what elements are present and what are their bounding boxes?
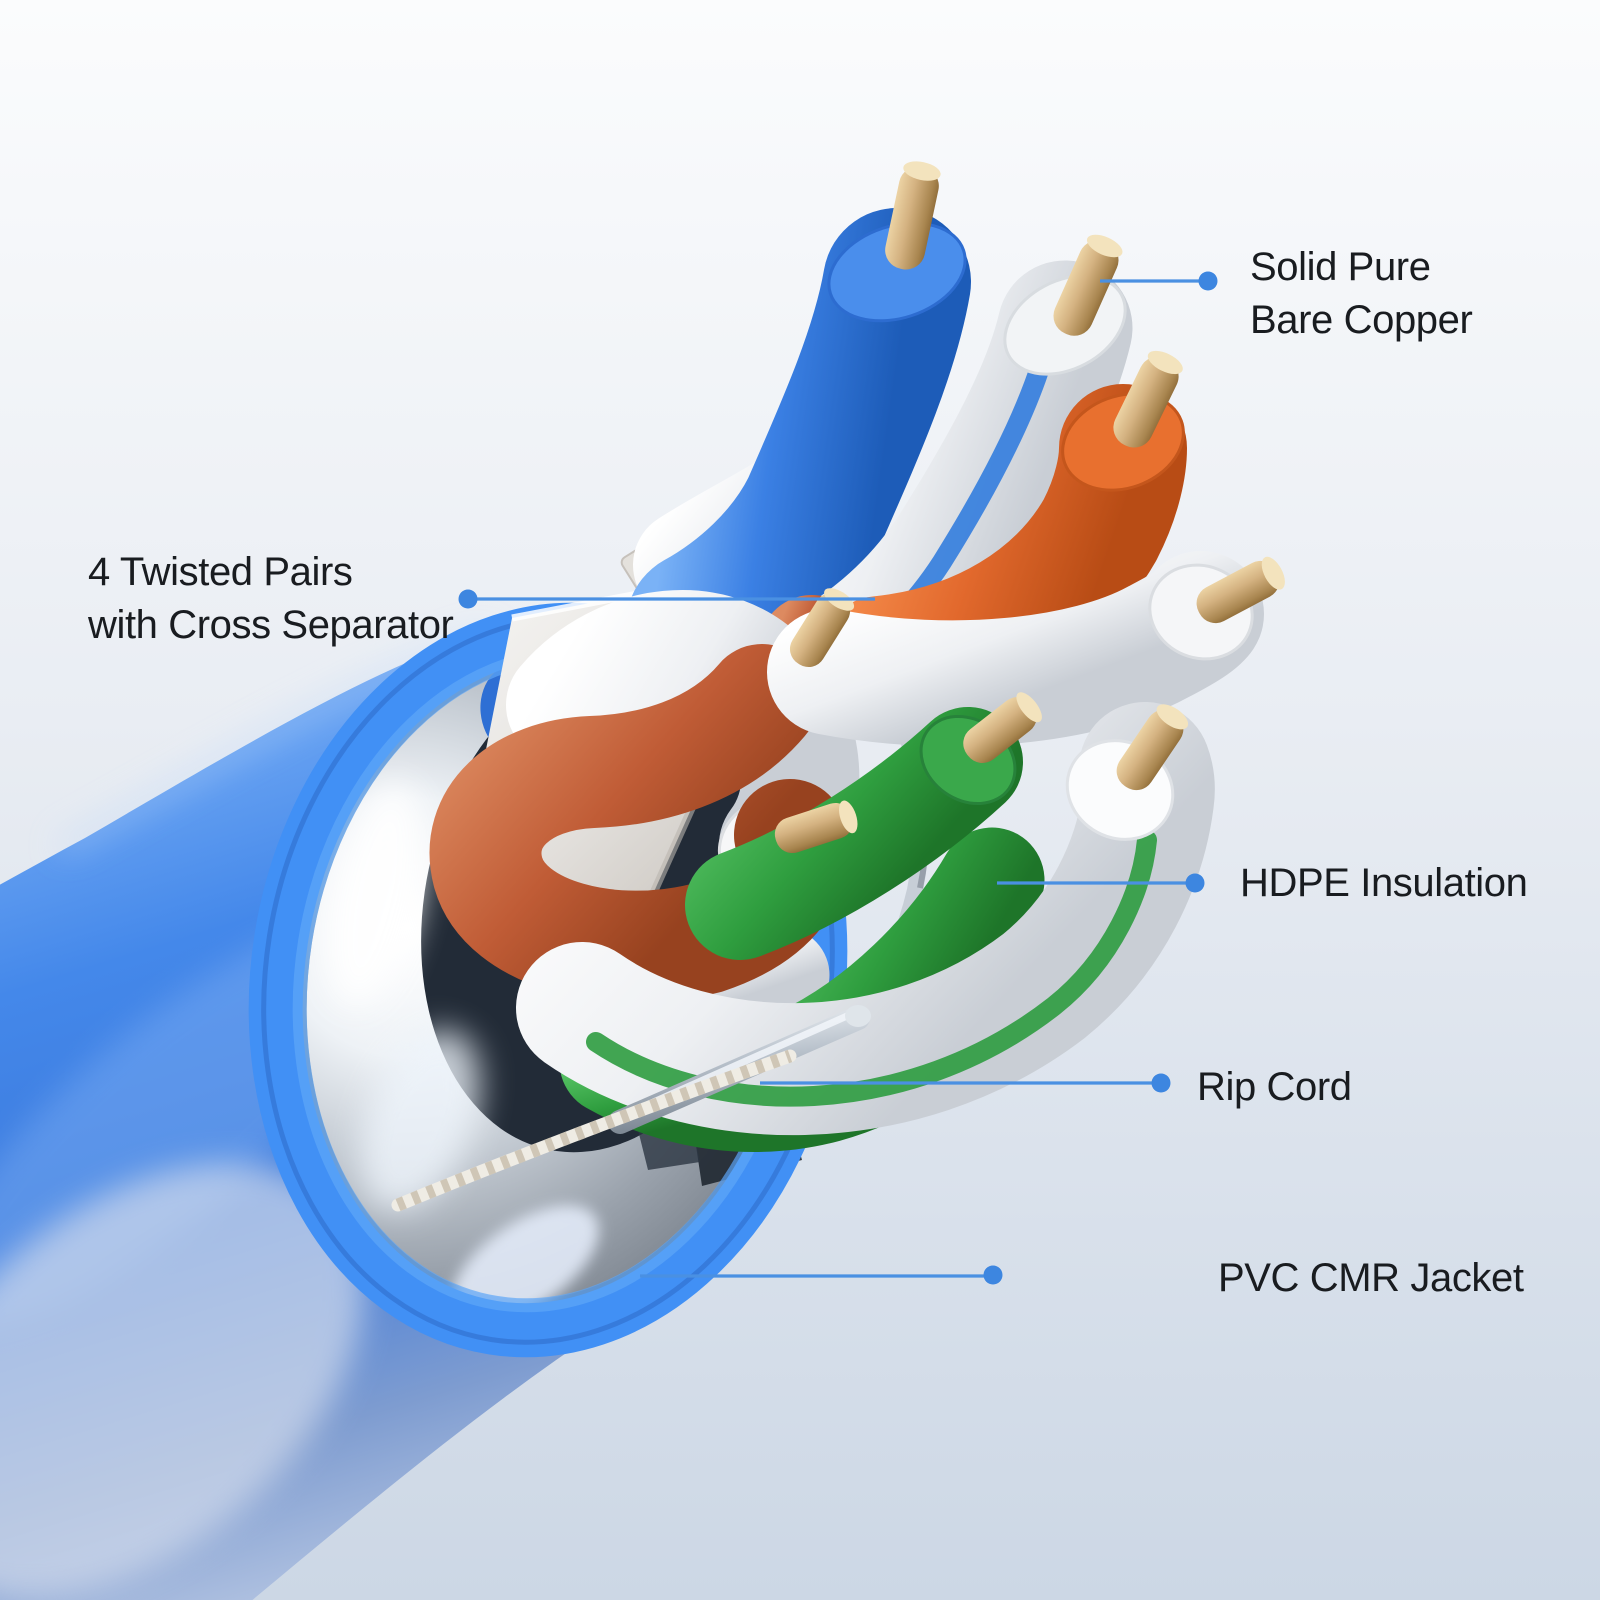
copper-tip-white-brown <box>774 800 858 854</box>
copper-conductors <box>774 161 1285 854</box>
rip-cord-pin-face <box>845 1005 871 1027</box>
callout-ripcord: Rip Cord <box>760 1065 1352 1109</box>
callout-dot-copper <box>1198 271 1218 291</box>
blue-wire-end-face <box>827 221 967 323</box>
copper-tip-orange <box>1113 350 1183 448</box>
copper-tip-white-blue <box>1053 234 1123 336</box>
callout-label-jacket: PVC CMR Jacket <box>1218 1256 1524 1300</box>
callout-dot-ripcord <box>1151 1073 1171 1093</box>
callout-copper: Solid Pure Bare Copper <box>1100 245 1473 342</box>
blue-wire <box>626 208 971 699</box>
jacket-bottom-haze <box>0 1163 364 1597</box>
callout-label-pairs-line1: 4 Twisted Pairs <box>88 550 353 594</box>
callout-label-copper-line2: Bare Copper <box>1250 298 1472 342</box>
callout-jacket: PVC CMR Jacket <box>640 1256 1524 1300</box>
foil-specular-2 <box>360 1029 480 1211</box>
callouts: Solid Pure Bare Copper 4 Twisted Pairs w… <box>87 245 1528 1300</box>
copper-tip-blue <box>885 161 941 270</box>
callout-dot-jacket <box>983 1265 1003 1285</box>
rip-cord <box>391 1005 871 1212</box>
copper-tip-white-orange <box>1196 556 1285 624</box>
callout-label-copper-line1: Solid Pure <box>1250 245 1431 289</box>
callout-label-hdpe: HDPE Insulation <box>1240 861 1527 905</box>
copper-tip-white-green <box>1116 704 1189 791</box>
callout-hdpe: HDPE Insulation <box>997 861 1528 905</box>
callout-dot-hdpe <box>1185 873 1205 893</box>
callout-label-pairs-line2: with Cross Separator <box>87 603 454 647</box>
white-orange-wire <box>767 551 1264 747</box>
copper-tip-green <box>963 692 1042 763</box>
callout-pairs: 4 Twisted Pairs with Cross Separator <box>87 550 875 647</box>
cable <box>0 161 1285 1600</box>
callout-label-ripcord: Rip Cord <box>1197 1065 1352 1109</box>
foil-specular <box>325 782 425 1008</box>
rip-cord-string-braid <box>395 1049 793 1212</box>
callout-dot-pairs <box>458 589 478 609</box>
